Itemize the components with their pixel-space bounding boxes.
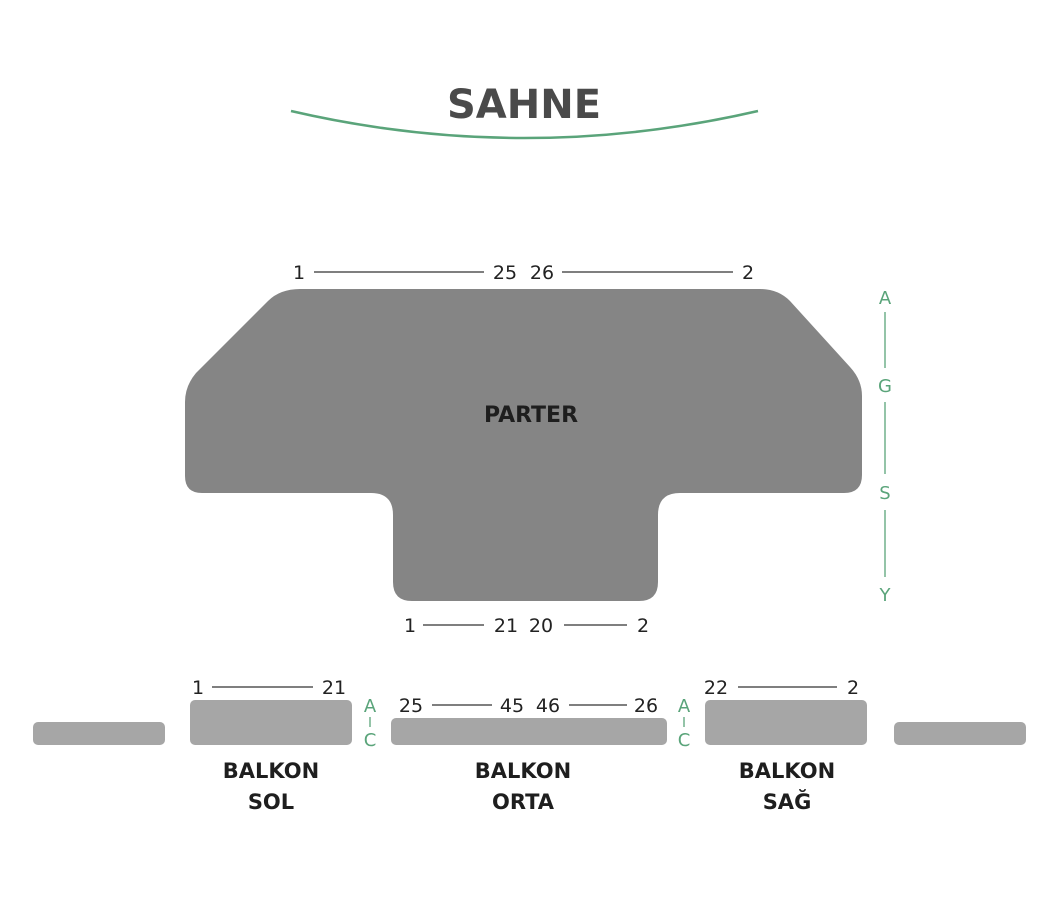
side-block-left	[33, 722, 165, 745]
parter-back-seat-right: 2	[637, 615, 649, 637]
parter-row-s: S	[879, 483, 890, 504]
balkon-sol-label-line2: SOL	[248, 790, 294, 814]
balkon-sag-label-line2: SAĞ	[763, 789, 812, 814]
parter-label: PARTER	[484, 403, 578, 428]
balkon-rows-left: A C	[364, 696, 377, 751]
parter-front-seat-center-right: 26	[530, 262, 554, 284]
balkon-rows-right: A C	[678, 696, 691, 751]
stage-label: SAHNE	[447, 82, 601, 128]
parter-back-seat-left: 1	[404, 615, 416, 637]
balkon-row-right-c: C	[678, 730, 691, 751]
side-block-right	[894, 722, 1026, 745]
balkon-orta-seat-right: 26	[634, 695, 658, 717]
parter-front-seat-range: 1 25 26 2	[293, 262, 754, 284]
balkon-orta-shape[interactable]	[391, 718, 667, 745]
balkon-orta-section[interactable]: 25 45 46 26 BALKON ORTA	[391, 695, 667, 814]
balkon-sol-seat-left: 1	[192, 677, 204, 699]
balkon-row-left-c: C	[364, 730, 377, 751]
balkon-sag-label-line1: BALKON	[739, 759, 835, 783]
balkon-sol-shape[interactable]	[190, 700, 352, 745]
stage: SAHNE	[290, 82, 759, 140]
balkon-sag-section[interactable]: 22 2 BALKON SAĞ	[704, 677, 867, 814]
balkon-sag-shape[interactable]	[705, 700, 867, 745]
balkon-sol-section[interactable]: 1 21 BALKON SOL	[190, 677, 352, 814]
parter-back-seat-center-right: 20	[529, 615, 553, 637]
balkon-orta-seat-left: 25	[399, 695, 423, 717]
stage-curve	[290, 109, 759, 140]
parter-row-g: G	[878, 376, 892, 397]
balkon-row-right-a: A	[678, 696, 691, 717]
balkon-orta-seat-center-left: 45	[500, 695, 524, 717]
parter-front-seat-center-left: 25	[493, 262, 517, 284]
balkon-orta-seat-center-right: 46	[536, 695, 560, 717]
parter-front-seat-left: 1	[293, 262, 305, 284]
parter-row-letters: A G S Y	[878, 288, 892, 606]
parter-shape[interactable]	[185, 289, 862, 601]
balkon-orta-label-line2: ORTA	[492, 790, 555, 814]
balkon-sol-seat-right: 21	[322, 677, 346, 699]
parter-front-seat-right: 2	[742, 262, 754, 284]
parter-row-y: Y	[879, 585, 892, 606]
balkon-sag-seat-left: 22	[704, 677, 728, 699]
balkon-sag-seat-right: 2	[847, 677, 859, 699]
balkon-sol-label-line1: BALKON	[223, 759, 319, 783]
balkon-row-left-a: A	[364, 696, 377, 717]
parter-section[interactable]: PARTER	[185, 289, 862, 601]
balkon-orta-label-line1: BALKON	[475, 759, 571, 783]
parter-back-seat-range: 1 21 20 2	[404, 615, 649, 637]
parter-row-a: A	[879, 288, 892, 309]
parter-back-seat-center-left: 21	[494, 615, 518, 637]
